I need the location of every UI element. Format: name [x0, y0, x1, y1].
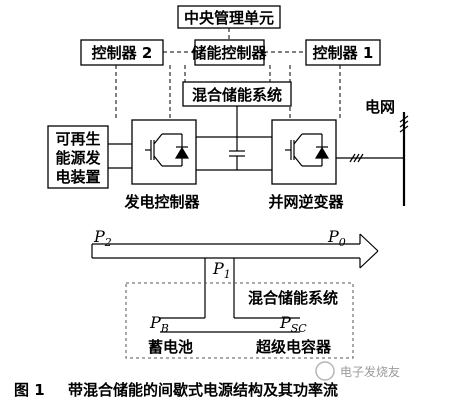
- figure-caption: 带混合储能的间歇式电源结构及其功率流: [68, 381, 338, 399]
- p1-branch: [160, 258, 300, 333]
- grid-label: 电网: [365, 98, 395, 116]
- controller-1-label: 控制器 1: [313, 44, 374, 62]
- psc-label: PSC: [279, 313, 307, 335]
- p1-label: P1: [212, 259, 231, 281]
- renewable-source-line3: 电装置: [55, 168, 100, 186]
- dc-bus: [196, 136, 272, 171]
- hybrid-storage-box-top: [182, 81, 292, 107]
- p2-label: P2: [93, 227, 112, 249]
- supercap-label: 超级电容器: [255, 338, 332, 356]
- generator-controller-converter: [131, 119, 197, 185]
- communication-lines: [115, 28, 341, 120]
- controller-2-box: [80, 39, 164, 66]
- renewable-source-line1: 可再生: [55, 130, 100, 148]
- watermark: 电子发烧友: [315, 361, 400, 381]
- battery-label: 蓄电池: [148, 338, 193, 356]
- grid-inverter-converter: [271, 119, 337, 185]
- controller-1-box: [305, 39, 381, 66]
- hybrid-storage-enclosure: [125, 282, 354, 359]
- grid-inverter-label: 并网逆变器: [268, 193, 344, 211]
- hybrid-storage-label-top: 混合储能系统: [192, 86, 282, 104]
- watermark-text: 电子发烧友: [340, 364, 400, 379]
- p0-label: P0: [327, 227, 346, 249]
- grid-connection: [336, 112, 409, 206]
- power-flow-arrow: [91, 233, 379, 269]
- hybrid-storage-label-bottom: 混合储能系统: [248, 289, 338, 307]
- central-unit-label: 中央管理单元: [184, 9, 274, 27]
- storage-controller-box: [194, 39, 265, 66]
- figure-number: 图 1: [14, 381, 45, 399]
- storage-controller-label: 储能控制器: [191, 44, 267, 62]
- source-wires: [108, 143, 132, 169]
- generator-controller-label: 发电控制器: [123, 193, 200, 211]
- pb-label: PB: [149, 313, 169, 335]
- renewable-source-box: [47, 125, 109, 189]
- controller-2-label: 控制器 2: [92, 44, 153, 62]
- renewable-source-line2: 能源发: [55, 149, 101, 167]
